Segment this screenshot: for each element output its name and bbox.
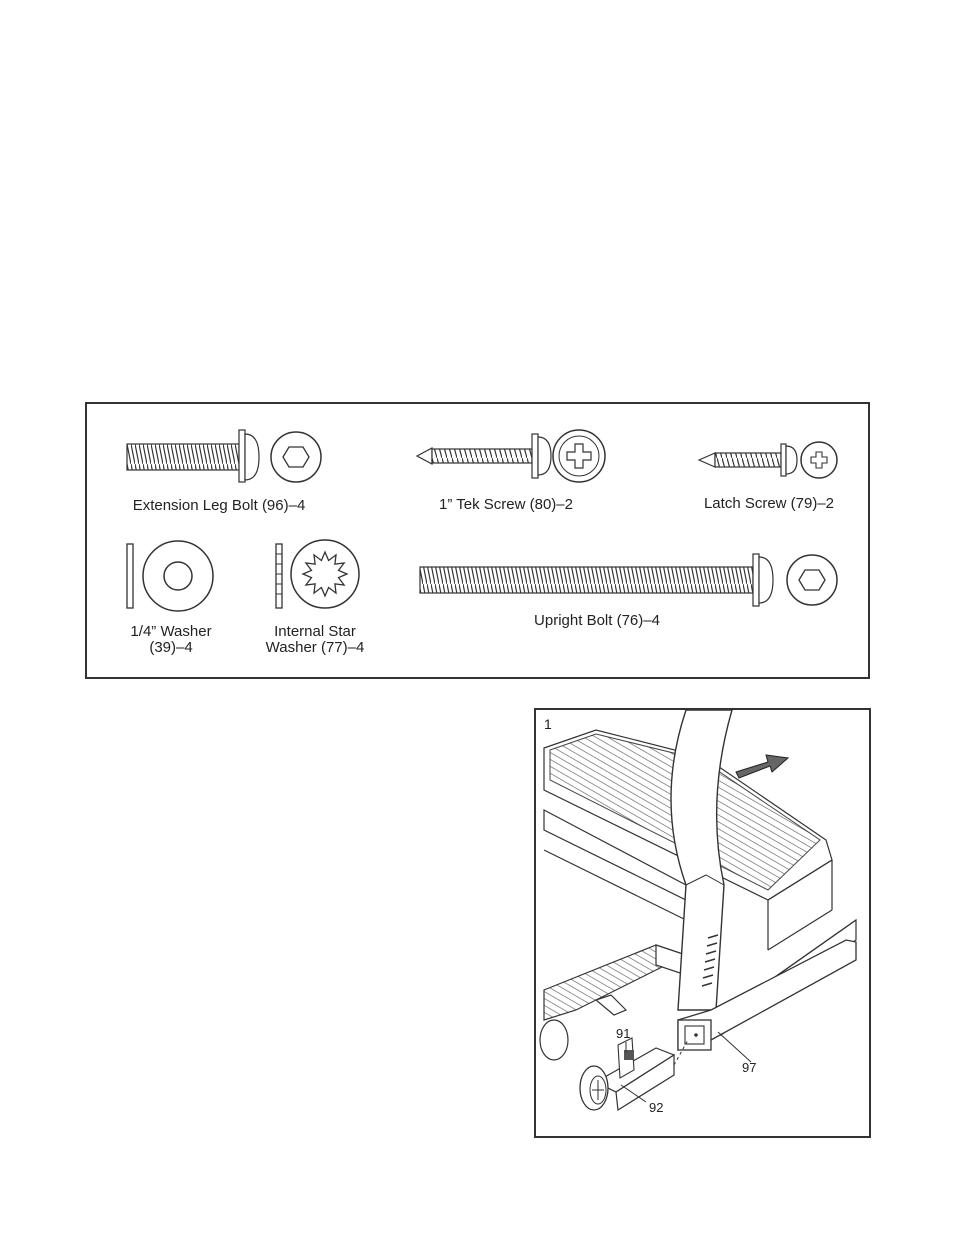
hex-socket-icon xyxy=(271,432,321,482)
leader-97 xyxy=(718,1032,751,1062)
washer-label-line2: (39)–4 xyxy=(130,640,211,656)
washer-side-icon xyxy=(127,544,133,608)
star-washer-label-line1: Internal Star xyxy=(266,624,365,640)
upright-bolt-label: Upright Bolt (76)–4 xyxy=(534,613,660,629)
latch-screw-icon xyxy=(699,444,797,476)
upright-bolt-icon xyxy=(420,554,773,606)
washer-label: 1/4” Washer (39)–4 xyxy=(130,624,211,656)
hardware-identification-chart: Extension Leg Bolt (96)–4 1” Tek Screw (… xyxy=(85,402,870,679)
washer-icon xyxy=(143,541,213,611)
extension-leg-92 xyxy=(580,1038,688,1110)
phillips-head-small-icon xyxy=(801,442,837,478)
washer-label-line1: 1/4” Washer xyxy=(130,624,211,640)
star-washer-label: Internal Star Washer (77)–4 xyxy=(266,624,365,656)
tek-screw-label: 1” Tek Screw (80)–2 xyxy=(439,497,573,513)
callout-92: 92 xyxy=(649,1100,663,1115)
hex-socket-upright-icon xyxy=(787,555,837,605)
star-washer-icon xyxy=(291,540,359,608)
tek-screw-icon xyxy=(417,434,551,478)
direction-arrow-icon xyxy=(736,755,788,778)
phillips-head-icon xyxy=(553,430,605,482)
callout-91: 91 xyxy=(616,1026,630,1041)
star-washer-label-line2: Washer (77)–4 xyxy=(266,640,365,656)
figure-number: 1 xyxy=(544,716,552,732)
star-washer-side-icon xyxy=(276,544,282,608)
treadmill-illustration xyxy=(536,710,871,1138)
assembly-figure: 1 91 92 97 xyxy=(534,708,871,1138)
callout-97: 97 xyxy=(742,1060,756,1075)
extension-leg-bolt-label: Extension Leg Bolt (96)–4 xyxy=(133,498,306,514)
extension-leg-bolt-icon xyxy=(127,430,259,482)
latch-screw-label: Latch Screw (79)–2 xyxy=(704,496,834,512)
